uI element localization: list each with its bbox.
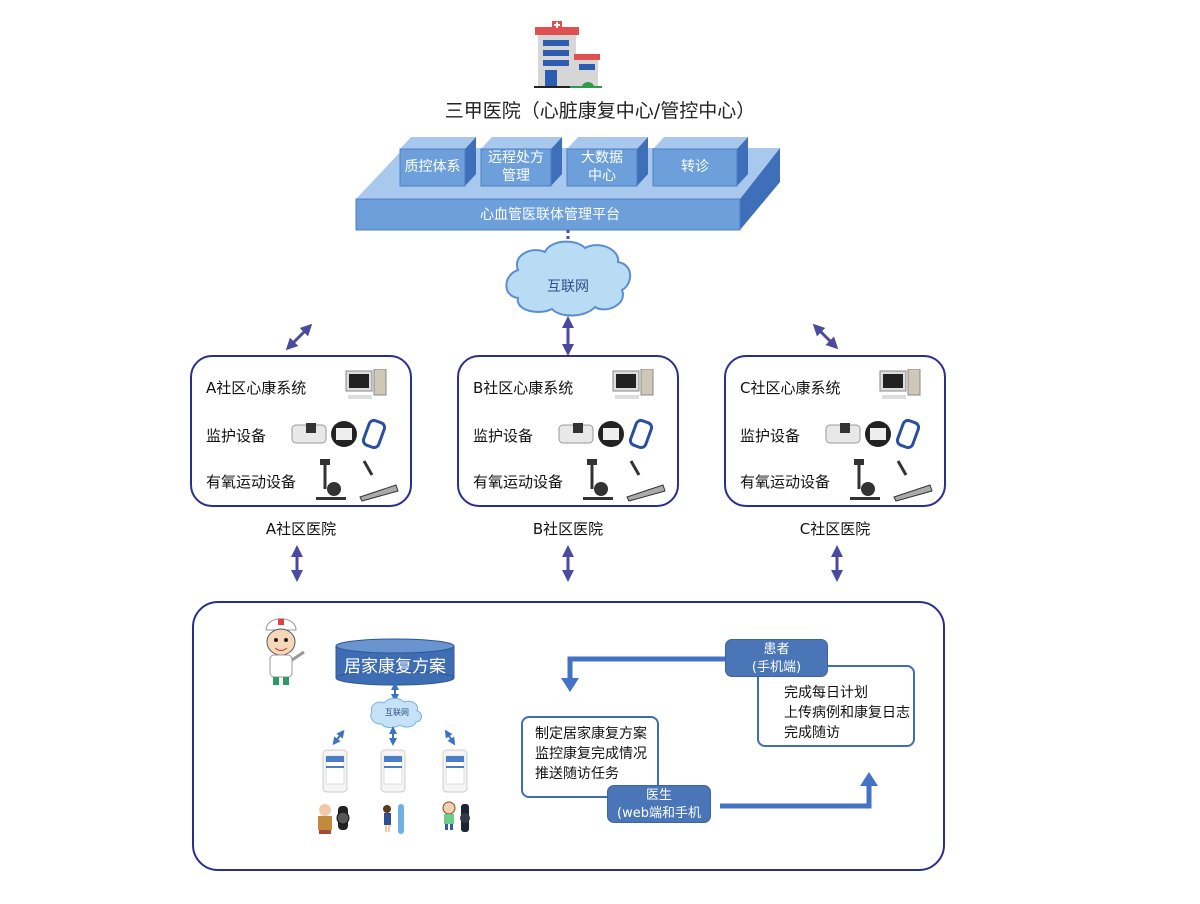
module-label: 质控体系 — [404, 159, 461, 175]
hospital-title: 三甲医院（心脏康复中心/管控中心） — [444, 100, 756, 122]
module-quality-control[interactable]: 质控体系 — [400, 158, 465, 176]
computer-icon — [612, 369, 654, 399]
patient-task: 完成每日计划 — [784, 685, 868, 701]
small-cloud-icon — [370, 697, 422, 728]
patient-tasks-box: 完成每日计划 上传病例和康复日志 完成随访 — [757, 665, 915, 747]
module-remote-prescription[interactable]: 远程处方 管理 — [481, 149, 551, 185]
cartoon-doctor-icon — [265, 618, 305, 685]
internet-label: 互联网 — [547, 279, 589, 295]
patient-role-subtitle: (手机端) — [751, 660, 802, 675]
arrow-cloud-c — [812, 323, 839, 350]
module-label-line2: 管理 — [502, 168, 530, 184]
exercise-equipment-icon — [583, 459, 666, 502]
community-card-c[interactable]: C社区心康系统 监护设备 有氧运动设备 — [724, 355, 946, 507]
band-icon — [398, 804, 404, 834]
module-label: 大数据 — [581, 150, 623, 166]
hospital-building-icon — [534, 21, 602, 88]
community-name-c: C社区医院 — [799, 520, 871, 538]
monitor-device-label: 监护设备 — [740, 427, 801, 445]
doctor-task: 推送随访任务 — [535, 766, 619, 782]
patient-role-box[interactable]: 患者 (手机端) — [725, 639, 828, 677]
doctor-role-title: 医生 — [645, 788, 672, 803]
community-system-label: C社区心康系统 — [740, 379, 841, 397]
flow-arrow-doctor-to-patient — [720, 772, 878, 809]
watch-icon-2 — [460, 804, 470, 832]
module-blocks — [399, 137, 748, 187]
doctor-role-subtitle: (web端和手机端) — [617, 806, 701, 839]
computer-icon — [345, 369, 387, 399]
exercise-device-label: 有氧运动设备 — [473, 473, 564, 491]
community-name-b: B社区医院 — [532, 520, 604, 538]
cloud-icon — [505, 240, 632, 317]
module-label: 转诊 — [681, 159, 709, 175]
home-rehab-panel — [192, 601, 945, 871]
computer-icon — [879, 369, 921, 399]
home-plan-cylinder — [335, 638, 455, 686]
monitor-device-label: 监护设备 — [473, 427, 534, 445]
module-referral[interactable]: 转诊 — [653, 158, 737, 176]
community-system-label: B社区心康系统 — [473, 379, 574, 397]
community-system-label: A社区心康系统 — [206, 379, 307, 397]
smartphone-icons — [322, 749, 468, 793]
patient-task: 完成随访 — [784, 725, 840, 741]
exercise-equipment-icon — [316, 459, 399, 502]
patient-task: 上传病例和康复日志 — [784, 705, 910, 721]
home-plan-label: 居家康复方案 — [344, 657, 446, 677]
woman-patient-icon — [383, 805, 391, 832]
flow-arrow-patient-to-doctor — [561, 656, 725, 692]
module-label: 远程处方 — [488, 150, 544, 166]
platform-label: 心血管医联体管理平台 — [480, 207, 620, 223]
monitoring-devices-icon — [291, 418, 387, 450]
doctor-tasks-box: 制定居家康复方案 监控康复完成情况 推送随访任务 — [521, 716, 659, 798]
doctor-role-box[interactable]: 医生 (web端和手机端) — [607, 785, 711, 839]
exercise-device-label: 有氧运动设备 — [206, 473, 297, 491]
arrow-phone-1 — [332, 729, 345, 746]
patient-role-title: 患者 — [763, 642, 790, 657]
watch-icon — [336, 806, 350, 830]
community-card-b[interactable]: B社区心康系统 监护设备 有氧运动设备 — [457, 355, 679, 507]
child-patient-icon — [442, 801, 456, 830]
doctor-task: 制定居家康复方案 — [535, 726, 647, 742]
doctor-task: 监控康复完成情况 — [535, 746, 647, 762]
arrow-phone-3 — [444, 729, 456, 746]
arrow-cloud-a — [285, 323, 313, 351]
community-card-a[interactable]: A社区心康系统 监护设备 有氧运动设备 — [190, 355, 412, 507]
module-big-data-center[interactable]: 大数据 中心 — [567, 149, 637, 185]
small-internet-label: 互联网 — [385, 708, 409, 717]
module-label-line2: 中心 — [588, 168, 616, 184]
monitoring-devices-icon — [825, 418, 921, 450]
community-name-a: A社区医院 — [265, 520, 337, 538]
monitor-device-label: 监护设备 — [206, 427, 267, 445]
exercise-equipment-icon — [850, 459, 933, 502]
exercise-device-label: 有氧运动设备 — [740, 473, 831, 491]
monitoring-devices-icon — [558, 418, 654, 450]
elderly-patient-icon — [318, 804, 332, 834]
